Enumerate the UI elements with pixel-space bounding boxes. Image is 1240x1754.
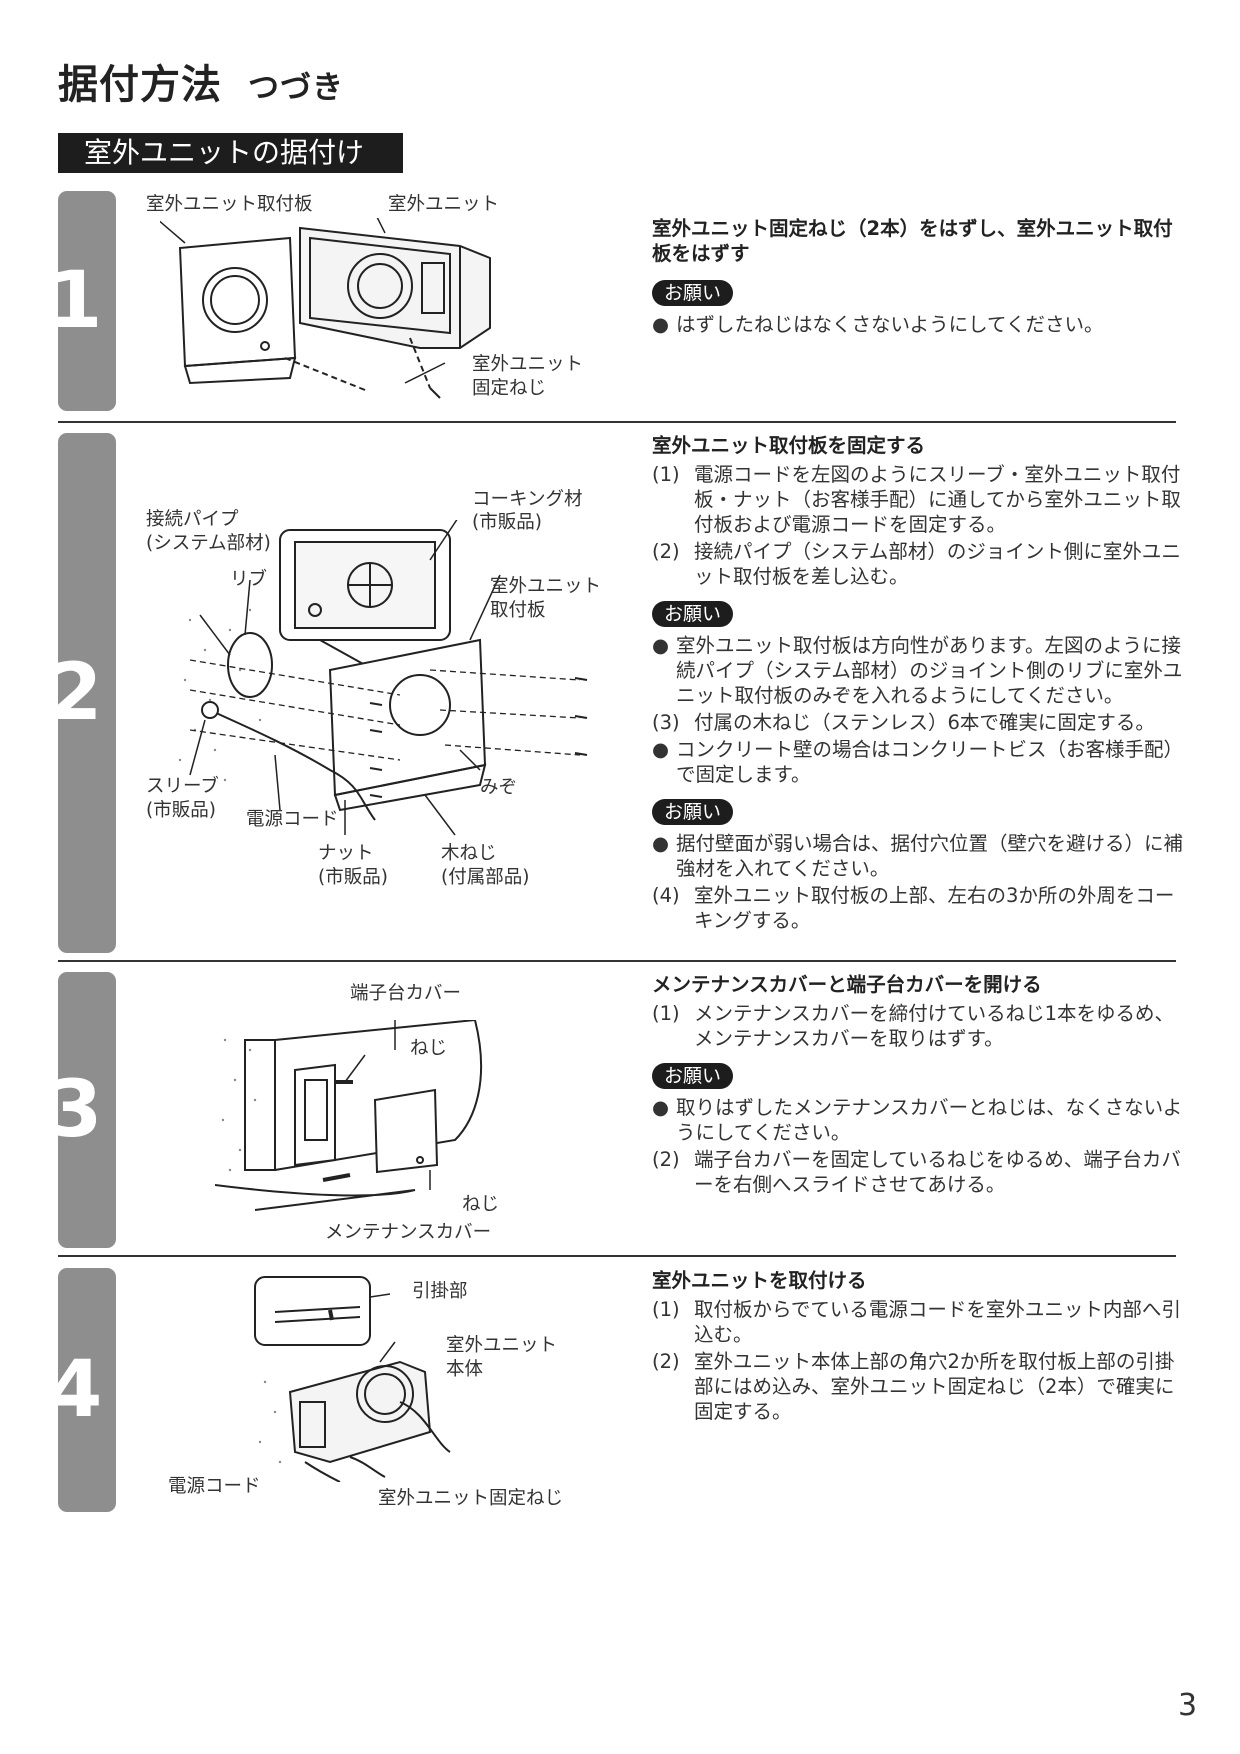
- label-hook: 引掛部: [412, 1281, 468, 1302]
- step-2-tab: 2: [58, 433, 116, 953]
- label-nut-line1: ナット: [318, 843, 374, 864]
- list-item: (2)室外ユニット本体上部の角穴2か所を取付板上部の引掛部にはめ込み、室外ユニッ…: [652, 1350, 1175, 1423]
- list-item: (1)電源コードを左図のようにスリーブ・室外ユニット取付板・ナット（お客様手配）…: [652, 463, 1181, 536]
- list-item: (2)接続パイプ（システム部材）のジョイント側に室外ユニット取付板を差し込む。: [652, 540, 1181, 588]
- divider: [58, 1255, 1176, 1257]
- page-title-main: 据付方法: [58, 62, 222, 108]
- step-4-illustration: [254, 1276, 451, 1482]
- label-plate-line1: 室外ユニット: [490, 576, 602, 597]
- notice-badge: お願い: [652, 601, 734, 627]
- label-terminal-cover: 端子台カバー: [350, 983, 462, 1004]
- divider: [58, 421, 1176, 423]
- list-item: (4)室外ユニット取付板の上部、左右の3か所の外周をコーキングする。: [652, 884, 1175, 932]
- label-fixing-screw-line1: 室外ユニット: [472, 354, 584, 375]
- notice-badge: お願い: [652, 799, 734, 825]
- label-wood-screw-line2: (付属部品): [441, 867, 530, 888]
- label-unit-body-line2: 本体: [446, 1359, 484, 1380]
- list-item: (2)端子台カバーを固定しているねじをゆるめ、端子台カバーを右側へスライドさせて…: [652, 1148, 1181, 1196]
- list-item: (3)付属の木ねじ（ステンレス）6本で確実に固定する。: [652, 711, 1155, 734]
- label-fixing-screw: 室外ユニット固定ねじ: [378, 1488, 564, 1509]
- label-sleeve-line2: (市販品): [146, 800, 216, 821]
- list-item: (1)取付板からでている電源コードを室外ユニット内部へ引込む。: [652, 1298, 1181, 1346]
- step-3-heading: メンテナンスカバーと端子台カバーを開ける: [652, 973, 1042, 996]
- label-nut-line2: (市販品): [318, 867, 388, 888]
- page-number: 3: [1178, 1688, 1198, 1723]
- section-heading: 室外ユニットの据付け: [58, 133, 403, 173]
- label-fixing-screw-line2: 固定ねじ: [472, 378, 547, 399]
- list-item: ●取りはずしたメンテナンスカバーとねじは、なくさないようにしてください。: [652, 1096, 1183, 1144]
- step-3-text: メンテナンスカバーと端子台カバーを開ける (1)メンテナンスカバーを締付けている…: [652, 972, 1187, 1199]
- step-4-tab: 4: [58, 1268, 116, 1512]
- step-4-text: 室外ユニットを取付ける (1)取付板からでている電源コードを室外ユニット内部へ引…: [652, 1268, 1187, 1426]
- label-pipe-line1: 接続パイプ: [146, 509, 239, 530]
- page-title-sub: つづき: [248, 70, 344, 106]
- step-1-illustration: [160, 218, 491, 399]
- step-2-text: 室外ユニット取付板を固定する (1)電源コードを左図のようにスリーブ・室外ユニッ…: [652, 433, 1187, 935]
- label-mounting-plate: 室外ユニット取付板: [146, 194, 313, 215]
- label-outdoor-unit: 室外ユニット: [388, 194, 500, 215]
- label-power-cord: 電源コード: [168, 1476, 261, 1497]
- label-power-cord: 電源コード: [246, 809, 339, 830]
- divider: [58, 960, 1176, 962]
- list-item: (1)メンテナンスカバーを締付けているねじ1本をゆるめ、メンテナンスカバーを取り…: [652, 1002, 1175, 1050]
- label-screw: ねじ: [410, 1038, 448, 1059]
- list-item: ●室外ユニット取付板は方向性があります。左図のように接続パイプ（システム部材）の…: [652, 634, 1183, 707]
- page-title: 据付方法つづき: [58, 52, 344, 110]
- label-caulking-line1: コーキング材: [472, 489, 583, 510]
- label-screw: ねじ: [462, 1194, 500, 1215]
- notice-badge: お願い: [652, 280, 734, 306]
- label-pipe-line2: (システム部材): [146, 533, 271, 554]
- label-wood-screw-line1: 木ねじ: [441, 843, 497, 864]
- label-plate-line2: 取付板: [490, 600, 546, 621]
- step-4-heading: 室外ユニットを取付ける: [652, 1269, 867, 1292]
- step-1-heading: 室外ユニット固定ねじ（2本）をはずし、室外ユニット取付板をはずす: [652, 217, 1173, 265]
- list-item: ●はずしたねじはなくさないようにしてください。: [652, 313, 1104, 336]
- label-maintenance-cover: メンテナンスカバー: [325, 1222, 492, 1243]
- list-item: ●コンクリート壁の場合はコンクリートビス（お客様手配）で固定します。: [652, 738, 1184, 786]
- step-1-text: 室外ユニット固定ねじ（2本）をはずし、室外ユニット取付板をはずす お願い ●はず…: [652, 216, 1187, 339]
- label-unit-body-line1: 室外ユニット: [446, 1335, 558, 1356]
- step-3-tab: 3: [58, 972, 116, 1248]
- step-2-illustration: [178, 520, 588, 836]
- label-sleeve-line1: スリーブ: [146, 776, 219, 797]
- step-2-heading: 室外ユニット取付板を固定する: [652, 434, 926, 457]
- label-rib: リブ: [230, 569, 268, 590]
- label-caulking-line2: (市販品): [472, 512, 542, 533]
- step-1-tab: 1: [58, 191, 116, 411]
- step-3-illustration: [215, 1020, 483, 1211]
- list-item: ●据付壁面が弱い場合は、据付穴位置（壁穴を避ける）に補強材を入れてください。: [652, 832, 1184, 880]
- label-groove: みぞ: [480, 777, 518, 798]
- notice-badge: お願い: [652, 1063, 734, 1089]
